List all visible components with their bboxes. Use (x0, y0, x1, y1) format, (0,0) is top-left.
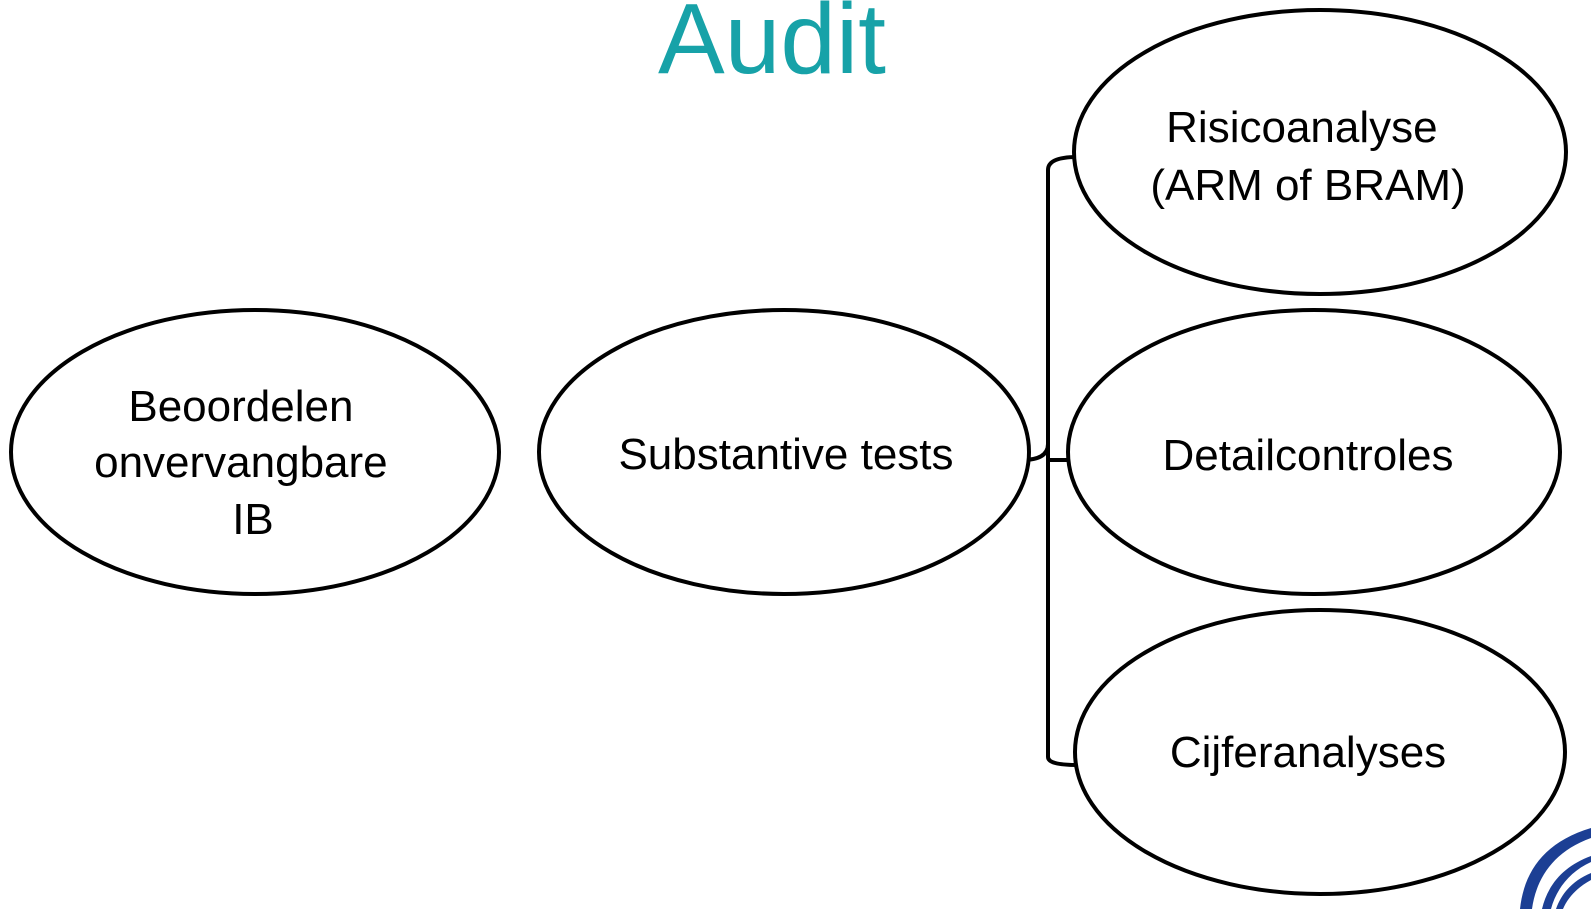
node-label-line: (ARM of BRAM) (1150, 161, 1465, 210)
node-label: Substantive tests (618, 430, 953, 479)
node-ellipse (9, 308, 501, 596)
node-substantive-tests: Substantive tests (537, 308, 1031, 596)
node-cijferanalyses: Cijferanalyses (1073, 608, 1567, 896)
node-label-line: Detailcontroles (1162, 431, 1453, 480)
node-ellipse (1073, 608, 1567, 896)
node-label: Risicoanalyse (ARM of BRAM) (1150, 103, 1465, 210)
node-label-line: Risicoanalyse (1166, 103, 1437, 152)
logo-outer-swoosh (1520, 828, 1591, 909)
node-beoordelen: Beoordelen onvervangbare IB (9, 308, 501, 596)
node-label: Cijferanalyses (1170, 728, 1446, 777)
node-label-line: Substantive tests (618, 430, 953, 479)
logo-white-stripe (1556, 873, 1591, 909)
node-label-line: IB (232, 495, 274, 544)
node-risicoanalyse: Risicoanalyse (ARM of BRAM) (1072, 8, 1568, 296)
node-ellipse (1072, 8, 1568, 296)
node-detailcontroles: Detailcontroles (1066, 308, 1562, 596)
node-ellipse (537, 308, 1031, 596)
node-label-line: onvervangbare (94, 438, 388, 487)
logo-inner-swoosh (1542, 856, 1591, 909)
node-label-line: Beoordelen (128, 382, 353, 431)
node-label: Beoordelen onvervangbare IB (94, 382, 400, 544)
node-ellipse (1066, 308, 1562, 596)
page-title: Audit (658, 0, 886, 95)
university-logo-icon (1520, 828, 1591, 909)
node-label: Detailcontroles (1162, 431, 1453, 480)
node-label-line: Cijferanalyses (1170, 728, 1446, 777)
